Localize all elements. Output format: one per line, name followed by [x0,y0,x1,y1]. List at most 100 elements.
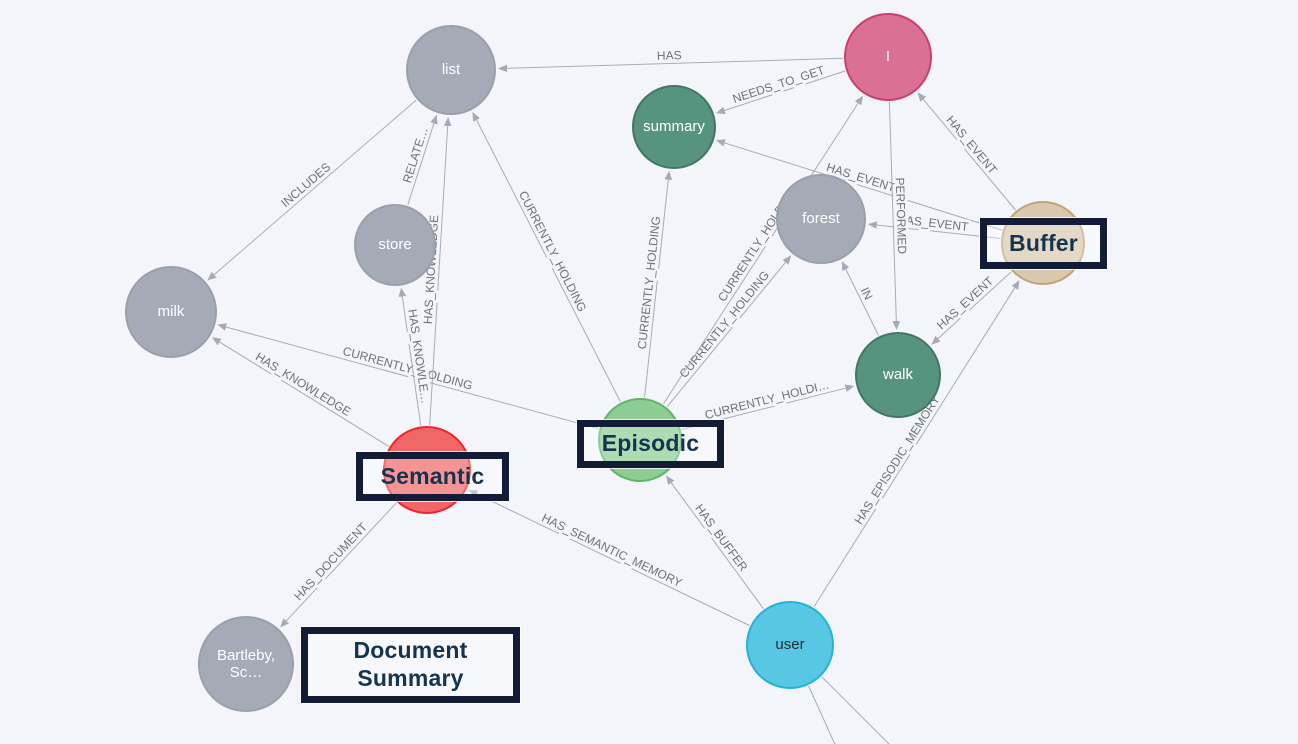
edge-line [669,480,764,609]
edge-line [662,101,860,405]
edge-label: HAS_EVENT [934,273,997,332]
edge-line [217,340,389,447]
node-milk[interactable]: milk [125,266,217,358]
edge-buffer-i[interactable]: HAS_EVENT [917,92,1016,211]
edge-arrowhead [472,111,480,122]
edge-line [474,492,750,626]
edge-line [504,57,844,69]
edge-user-off2[interactable] [821,676,934,744]
edge-arrowhead [430,114,438,125]
edge-arrowhead [716,139,726,147]
edge-arrowhead [664,170,673,181]
document-summary-label: Document Summary [301,627,520,703]
edge-label: HAS_KNOWLEDGE [253,350,353,419]
edge-walk-forest[interactable]: IN [841,261,879,336]
node-bartleby[interactable]: Bartleby,Sc… [198,616,294,712]
edge-arrowhead [207,271,217,281]
edge-line [813,285,1017,608]
edge-label: CURRENTLY_HOLDING [341,344,474,393]
edge-label: CURRENTLY_HOLDI… [703,377,830,422]
edge-line [223,326,599,430]
edge-arrowhead [854,95,863,106]
edge-user-buffer[interactable]: HAS_EPISODIC_MEMORY [813,280,1020,608]
edge-line [722,70,846,112]
edge-label: HAS_DOCUMENT [291,519,370,603]
node-i[interactable]: I [844,13,932,101]
edge-label: INCLUDES [278,160,333,210]
edge-line [429,123,449,426]
node-label: I [885,48,891,66]
overlay-label: Document Summary [353,637,468,691]
edge-line [808,685,836,744]
edge-line [821,676,890,744]
edge-line [921,97,1016,211]
node-label: walk [882,366,913,384]
overlay-label: Buffer [1009,229,1078,256]
node-summary[interactable]: summary [632,85,716,169]
semantic-category-label: Semantic [356,452,509,501]
episodic-category-label: Episodic [577,420,724,468]
edge-arrowhead [917,92,927,102]
buffer-category-label: Buffer [980,218,1107,269]
edge-label: HAS_SEMANTIC_MEMORY [540,511,685,590]
overlay-label: Semantic [380,462,485,489]
edge-user-off1[interactable] [808,685,852,744]
edge-line [644,177,669,398]
edge-line [407,121,435,206]
edge-arrowhead [715,106,726,115]
edge-episodic-list[interactable]: CURRENTLY_HOLDING [472,111,621,402]
edge-arrowhead [782,255,792,265]
node-label: user [775,636,805,654]
edge-arrowhead [498,64,508,73]
node-user[interactable]: user [746,601,834,689]
edge-buffer-walk[interactable]: HAS_EVENT [931,270,1012,345]
overlay-label: Episodic [601,430,700,457]
node-label: forest [802,210,840,228]
edge-i-walk[interactable]: PERFORMED [888,101,912,330]
edge-line [844,267,879,336]
edge-arrowhead [443,116,452,127]
edge-arrowhead [892,320,901,330]
edge-line [936,271,1012,341]
node-label: milk [157,303,185,321]
node-store[interactable]: store [354,204,436,286]
edge-store-list[interactable]: RELATE… [397,114,438,206]
edge-semantic-bartleby[interactable]: HAS_DOCUMENT [280,502,397,628]
edge-user-episodic[interactable]: HAS_BUFFER [666,475,764,609]
edge-label: HAS [657,48,682,63]
edge-line [401,294,422,426]
edge-arrowhead [211,337,222,346]
edge-label: HAS_EVENT [943,113,1000,177]
edge-arrowhead [1011,280,1020,290]
edge-line [874,224,1001,239]
edge-arrowhead [844,384,855,392]
edge-line [888,101,897,324]
node-label: list [441,61,461,79]
edge-line [212,99,417,277]
edge-arrowhead [931,335,941,345]
node-label: store [378,236,412,254]
edge-line [475,117,621,402]
node-episodic[interactable] [598,398,682,482]
node-buffer[interactable] [1001,201,1085,285]
node-label: summary [643,118,705,136]
node-forest[interactable]: forest [776,174,866,264]
edge-label: PERFORMED [893,177,909,254]
edge-arrowhead [841,261,850,271]
edge-arrowhead [280,618,289,628]
edge-i-list[interactable]: HAS [498,45,844,73]
edge-arrowhead [867,221,878,229]
edge-arrowhead [398,287,407,297]
edge-label: HAS_BUFFER [692,502,750,575]
edge-line [666,260,788,408]
edge-episodic-summary[interactable]: CURRENTLY_HOLDING [632,170,673,398]
node-label: Bartleby,Sc… [216,646,276,681]
edge-label: CURRENTLY_HOLDING [635,215,663,350]
node-list[interactable]: list [406,25,496,115]
node-walk[interactable]: walk [855,332,941,418]
edge-i-summary[interactable]: NEEDS_TO_GET [715,60,846,115]
edge-label: NEEDS_TO_GET [731,63,827,106]
edge-arrowhead [217,323,227,331]
